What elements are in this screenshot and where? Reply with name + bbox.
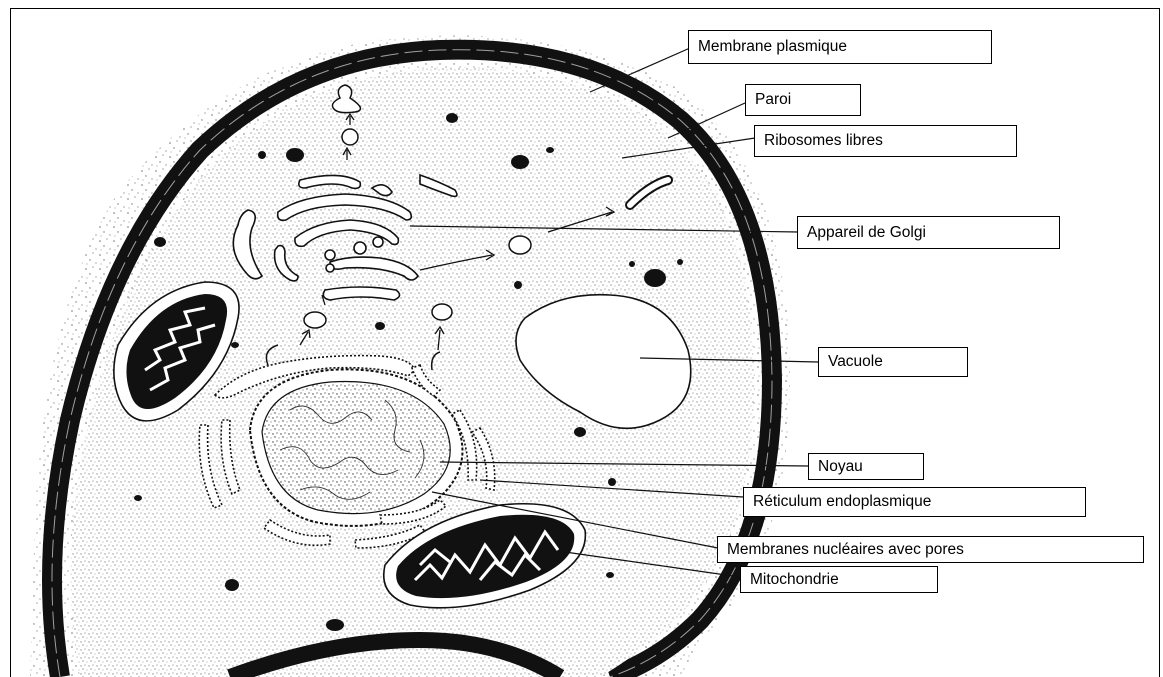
label-paroi: Paroi [745,84,861,116]
label-vacuole: Vacuole [818,347,968,377]
label-mitochondrie: Mitochondrie [740,566,938,593]
label-reticulum-endoplasmique: Réticulum endoplasmique [743,487,1086,517]
label-membrane-plasmique: Membrane plasmique [688,30,992,64]
label-ribosomes-libres: Ribosomes libres [754,125,1017,157]
label-membranes-nucleaires: Membranes nucléaires avec pores [717,536,1144,563]
label-appareil-de-golgi: Appareil de Golgi [797,216,1060,249]
label-noyau: Noyau [808,453,924,480]
